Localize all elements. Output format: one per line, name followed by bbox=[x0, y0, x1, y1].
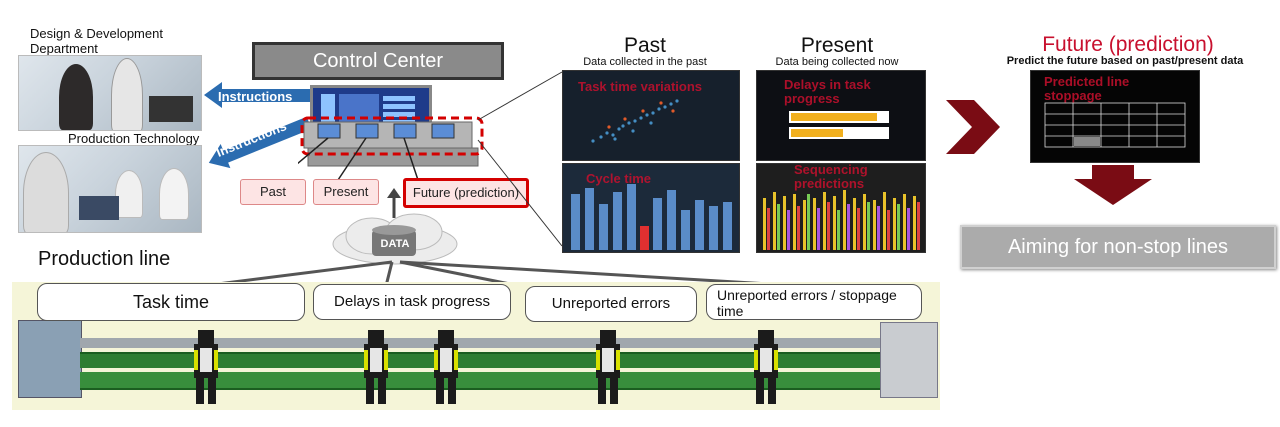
present-chart-1-label: Delays in task progress bbox=[784, 77, 871, 106]
instruction-arrow-2 bbox=[208, 116, 312, 169]
production-tech-dept-photo bbox=[18, 145, 202, 233]
control-center-title: Control Center bbox=[252, 42, 504, 80]
present-chart-delays bbox=[756, 70, 926, 161]
past-chart-1-label: Task time variations bbox=[578, 79, 703, 94]
future-arrow-down bbox=[1074, 165, 1152, 205]
line-workers bbox=[194, 330, 778, 404]
present-subtitle: Data being collected now bbox=[775, 56, 899, 68]
line-conveyor-top bbox=[80, 352, 880, 368]
tag-past: Past bbox=[240, 179, 306, 205]
line-rail bbox=[80, 338, 880, 348]
bubble-delays: Delays in task progress bbox=[313, 284, 511, 320]
present-title: Present bbox=[800, 34, 874, 57]
production-line-title: Production line bbox=[38, 248, 171, 270]
instruction-arrows bbox=[204, 82, 312, 169]
aim-banner: Aiming for non-stop lines bbox=[960, 225, 1276, 269]
past-chart-2-label: Cycle time bbox=[586, 171, 652, 186]
design-dept-photo bbox=[18, 55, 202, 131]
bubble-unreported-errors: Unreported errors bbox=[525, 286, 697, 322]
bubble-task-time: Task time bbox=[37, 283, 305, 321]
tag-future: Future (prediction) bbox=[403, 178, 529, 208]
present-chart-sequencing bbox=[756, 163, 926, 253]
connector-lines bbox=[477, 71, 563, 247]
instruction-arrow-1 bbox=[204, 82, 310, 108]
line-conveyor-bottom bbox=[80, 372, 880, 390]
data-cloud bbox=[332, 213, 458, 265]
past-chart-task-time bbox=[562, 70, 740, 161]
data-label: DATA bbox=[380, 238, 410, 250]
future-chart-label: Predicted line stoppage bbox=[1044, 74, 1130, 103]
line-machine-right bbox=[880, 322, 938, 398]
present-chart-2-label: Sequencing predictions bbox=[794, 162, 868, 191]
tag-present: Present bbox=[313, 179, 379, 205]
design-dept-label: Design & Development Department bbox=[30, 26, 163, 56]
future-chart-stoppage bbox=[1030, 70, 1200, 163]
control-center-desks bbox=[298, 116, 484, 181]
future-title: Future (prediction) bbox=[1042, 33, 1214, 56]
bubble-stoppage-time: Unreported errors / stoppage time bbox=[706, 284, 922, 320]
past-chart-cycle-time bbox=[562, 163, 740, 253]
future-subtitle: Predict the future based on past/present… bbox=[1006, 55, 1244, 67]
past-subtitle: Data collected in the past bbox=[583, 56, 707, 68]
data-up-arrow bbox=[387, 188, 401, 218]
line-machine-left bbox=[18, 320, 82, 398]
instructions-label-1: Instructions bbox=[218, 89, 293, 104]
past-title: Past bbox=[623, 34, 667, 57]
future-arrow-right bbox=[946, 100, 1000, 154]
